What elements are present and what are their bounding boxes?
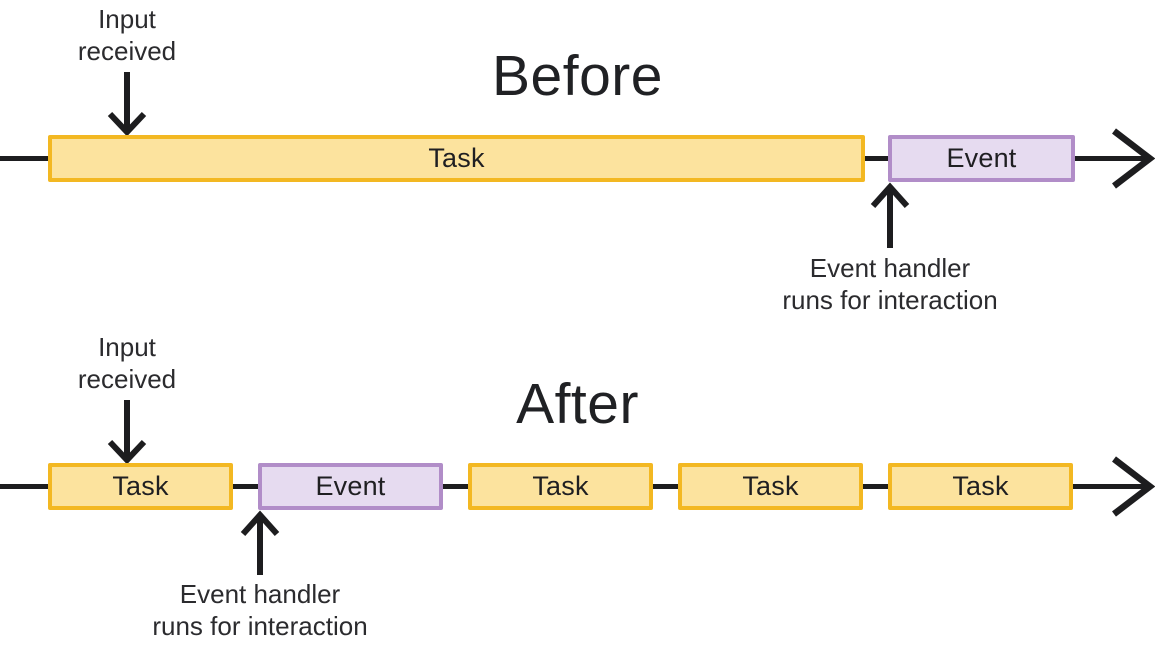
before-input-label: Input received xyxy=(77,4,177,66)
after-task-label-1: Task xyxy=(112,471,169,501)
after-task-box-1: Task xyxy=(48,463,233,510)
before-task-box: Task xyxy=(48,135,865,182)
after-input-label: Input received xyxy=(77,332,177,394)
before-event-label: Event xyxy=(946,143,1017,173)
after-handler-up-arrowhead-icon xyxy=(240,510,280,537)
after-task-box-4: Task xyxy=(888,463,1073,510)
before-event-box: Event xyxy=(888,135,1075,182)
after-task-box-3: Task xyxy=(678,463,863,510)
before-title: Before xyxy=(492,44,663,108)
after-title: After xyxy=(516,372,639,436)
after-timeline-arrow-right-icon xyxy=(1112,456,1155,517)
after-event-label: Event xyxy=(315,471,386,501)
after-task-label-2: Task xyxy=(532,471,589,501)
before-task-label: Task xyxy=(428,143,485,173)
after-input-down-arrowhead-icon xyxy=(107,439,147,465)
before-input-down-arrowhead-icon xyxy=(107,111,147,137)
after-event-box: Event xyxy=(258,463,443,510)
before-handler-up-arrowhead-icon xyxy=(870,182,910,209)
after-task-label-3: Task xyxy=(742,471,799,501)
after-task-label-4: Task xyxy=(952,471,1009,501)
before-timeline-arrow-right-icon xyxy=(1112,128,1155,189)
before-handler-label: Event handler runs for interaction xyxy=(782,253,998,315)
after-task-box-2: Task xyxy=(468,463,653,510)
after-handler-label: Event handler runs for interaction xyxy=(152,579,368,641)
